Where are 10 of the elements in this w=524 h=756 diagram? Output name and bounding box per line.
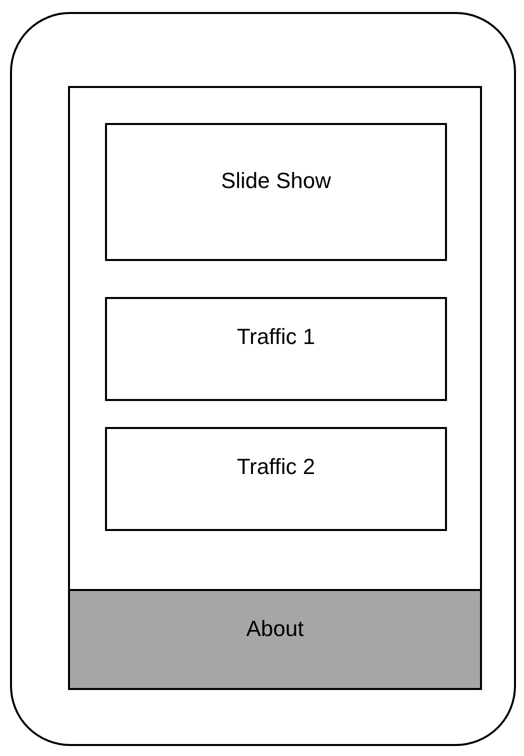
content-panel	[105, 297, 447, 401]
panel-label: Traffic 1	[236, 323, 316, 350]
about-bar	[70, 589, 480, 688]
panel-label: Slide Show	[220, 167, 332, 194]
phone-frame	[10, 12, 516, 746]
content-panel	[105, 123, 447, 261]
panel-label: About	[246, 615, 304, 642]
panel-label: Traffic 2	[236, 453, 316, 480]
screen-panel	[68, 86, 482, 690]
content-panel	[105, 427, 447, 531]
